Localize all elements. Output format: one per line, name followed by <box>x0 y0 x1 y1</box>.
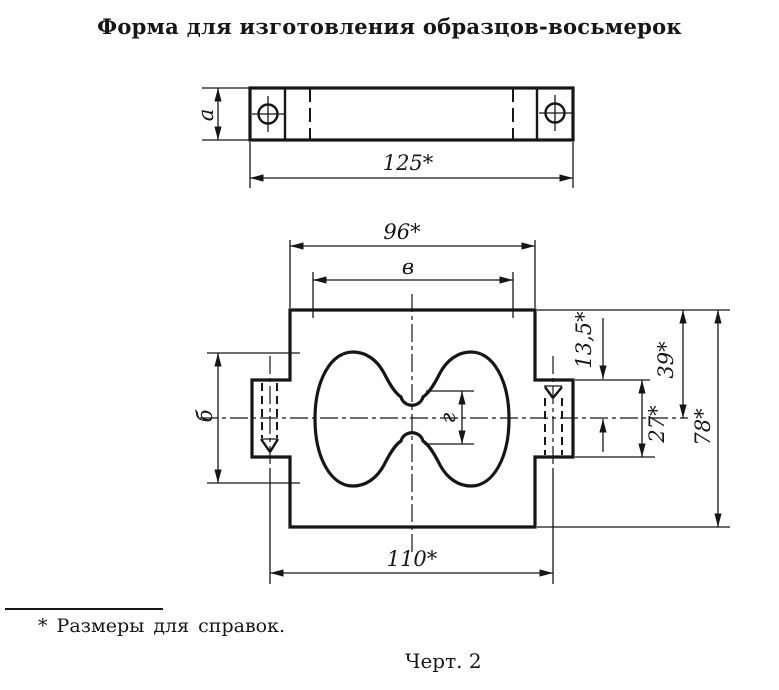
dim-96: 96* <box>289 220 536 308</box>
footnote-text: * Размеры для справок. <box>38 615 286 637</box>
dim-110-label: 110* <box>387 547 438 571</box>
dim-b-label: б <box>193 409 217 422</box>
main-view: 96* в б г <box>193 220 730 584</box>
footnote-separator <box>5 608 163 610</box>
dim-v: в <box>312 255 514 318</box>
dim-g-label: г <box>436 412 460 423</box>
dim-96-label: 96* <box>383 220 421 244</box>
figure-eight-cavity <box>313 350 511 488</box>
hidden-hole-left-tab <box>260 383 280 453</box>
hole-left <box>252 96 286 132</box>
dim-g: г <box>424 390 474 445</box>
dim-39: 39* <box>654 310 687 418</box>
dim-27-label: 27* <box>645 405 669 444</box>
dim-b: б <box>193 352 300 484</box>
dim-39-label: 39* <box>654 341 678 379</box>
figure-caption: Черт. 2 <box>405 649 482 673</box>
top-view: а 125* <box>194 86 575 188</box>
hole-right <box>539 95 573 131</box>
dim-13-5-label: 13,5* <box>572 311 596 369</box>
dim-13-5: 13,5* <box>572 311 607 452</box>
dim-78: 78* <box>691 310 722 527</box>
hidden-hole-right-tab <box>544 385 563 455</box>
top-view-outline <box>248 86 575 142</box>
dim-a-label: а <box>194 109 218 122</box>
dim-125: 125* <box>249 142 574 188</box>
dim-a: а <box>194 87 250 141</box>
dim-125-label: 125* <box>383 151 434 175</box>
drawing-title: Форма для изготовления образцов-восьмеро… <box>97 14 682 39</box>
dim-78-label: 78* <box>691 408 715 446</box>
dim-27: 27* <box>638 380 669 457</box>
dim-110: 110* <box>270 547 553 577</box>
dim-v-label: в <box>402 255 414 279</box>
mold-body-outline <box>250 308 575 529</box>
